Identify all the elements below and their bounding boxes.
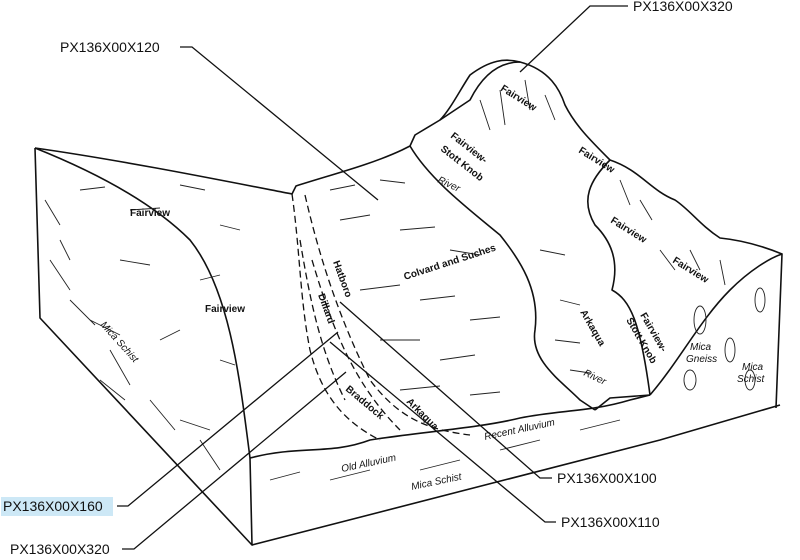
soil-boundaries (291, 193, 471, 441)
callouts: PX136X00X320 PX136X00X120 PX136X00X100 P… (3, 0, 733, 557)
callout-lower-left-2[interactable]: PX136X00X320 (10, 541, 110, 557)
callout-lower-right-1[interactable]: PX136X00X100 (557, 470, 657, 486)
label-mica-schist-left: Mica Schist (98, 320, 141, 366)
callout-highlight (1, 497, 113, 516)
surface-hatching (44, 79, 766, 481)
label-braddock: Braddock (343, 384, 386, 422)
label-mica-schist-right: Mica (742, 362, 764, 373)
label-dillard: Dillard (315, 292, 336, 325)
leader-lines (117, 5, 628, 550)
label-old-alluvium: Old Alluvium (340, 453, 397, 475)
label-colvard-suches: Colvard and Suches (403, 243, 498, 283)
geology-labels: River River Recent Alluvium Old Alluvium… (98, 175, 766, 493)
label-fairview-right-2: Fairview (608, 215, 648, 246)
callout-top-right[interactable]: PX136X00X320 (633, 0, 733, 14)
label-arkaqua-left: Arkaqua (404, 396, 440, 432)
label-recent-alluvium: Recent Alluvium (483, 417, 556, 443)
label-mica-schist-front: Mica Schist (410, 471, 463, 493)
label-fairview-top: Fairview (498, 83, 538, 114)
soil-labels: Fairview Fairview- Stott Knob Fairview F… (130, 83, 710, 433)
label-fairview-left-upper: Fairview (130, 208, 170, 219)
label-mica-gneiss-2: Gneiss (686, 354, 717, 365)
label-fairview-left-lower: Fairview (205, 304, 245, 315)
block-outline (34, 59, 783, 546)
callout-lower-right-2[interactable]: PX136X00X110 (561, 514, 660, 530)
label-fairview-right-3: Fairview (670, 255, 710, 286)
label-arkaqua-right: Arkaqua (577, 308, 607, 349)
label-mica-schist-right-2: Schist (737, 374, 765, 385)
label-river-bottom: River (582, 368, 608, 388)
callout-lower-left-selected[interactable]: PX136X00X160 (3, 498, 103, 514)
callout-upper-left[interactable]: PX136X00X120 (60, 39, 160, 55)
label-mica-gneiss: Mica (690, 342, 712, 353)
